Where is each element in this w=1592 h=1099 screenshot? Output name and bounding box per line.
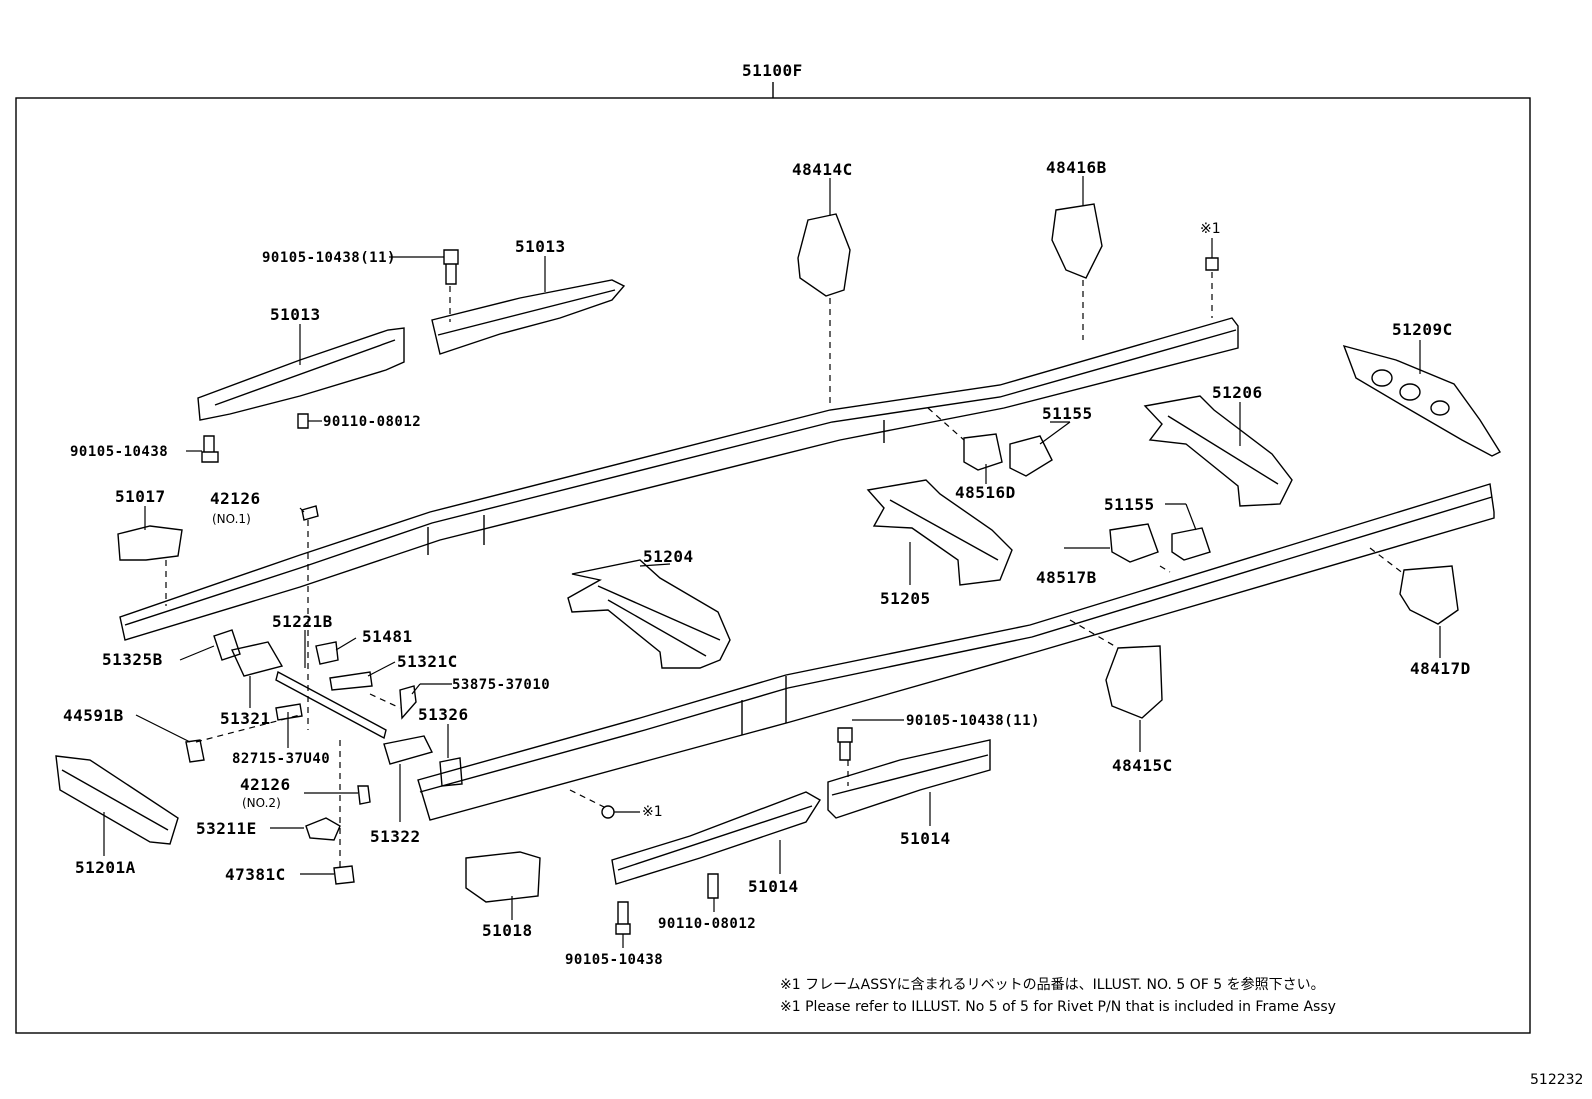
- part-label-51204: 51204: [643, 547, 694, 566]
- part-label-47381C: 47381C: [225, 865, 286, 884]
- gusset-51155-b: [1171, 527, 1211, 561]
- clip-51481: [315, 641, 339, 665]
- bracket-51322: [383, 735, 434, 765]
- gusset-48516D: [963, 433, 1003, 471]
- part-label-53875-37010: 53875-37010: [452, 677, 551, 693]
- assembly-label: 51100F: [742, 61, 803, 80]
- crossmember-51206: [1143, 395, 1293, 507]
- bracket-51321: [231, 641, 284, 677]
- rivet-mark-mid: ※1: [642, 804, 663, 820]
- crossmember-51205: [866, 479, 1013, 586]
- clip-42126-no2: [357, 785, 371, 805]
- part-label-51321C: 51321C: [397, 652, 458, 671]
- bracket-48415C: [1105, 645, 1163, 719]
- clip-42126-no1: [301, 505, 319, 521]
- note-english: ※1 Please refer to ILLUST. No 5 of 5 for…: [780, 999, 1336, 1015]
- part-label-90105-10438-bottom: 90105-10438: [565, 952, 664, 968]
- part-label-90110-08012-bottom: 90110-08012: [658, 916, 757, 932]
- part-label-51206: 51206: [1212, 383, 1263, 402]
- bracket-51014-right: [827, 739, 991, 819]
- part-label-48415C: 48415C: [1112, 756, 1173, 775]
- part-label-42126-no1: 42126: [210, 489, 261, 508]
- bracket-48416B: [1051, 203, 1103, 279]
- part-label-48516D: 48516D: [955, 483, 1016, 502]
- bracket-53875-37010: [399, 685, 417, 720]
- part-label-51221B: 51221B: [272, 612, 333, 631]
- part-label-51326: 51326: [418, 705, 469, 724]
- part-label-51013-left: 51013: [270, 305, 321, 324]
- bolt-90105-10438-11-right: [837, 727, 853, 761]
- bolt-90105-10438-bottom: [615, 901, 631, 935]
- part-label-90110-08012-top: 90110-08012: [323, 414, 422, 430]
- bracket-51013-right: [431, 279, 626, 355]
- gusset-51155-a: [1009, 435, 1053, 477]
- bracket-51014-left: [611, 791, 821, 885]
- part-label-51014-left: 51014: [748, 877, 799, 896]
- part-label-no2: (NO.2): [242, 796, 281, 810]
- rivet-mid: [601, 805, 615, 819]
- clip-44591B: [185, 739, 205, 763]
- part-label-53211E: 53211E: [196, 819, 257, 838]
- part-label-90105-10438-11-right: 90105-10438(11): [906, 713, 1040, 729]
- part-label-51018: 51018: [482, 921, 533, 940]
- bracket-51017: [117, 525, 183, 561]
- bracket-51018: [465, 851, 541, 903]
- plate-51321C: [329, 671, 373, 691]
- gusset-48517B: [1109, 523, 1159, 563]
- part-label-51017: 51017: [115, 487, 166, 506]
- bolt-90110-08012-bottom: [707, 873, 719, 899]
- part-label-44591B: 44591B: [63, 706, 124, 725]
- part-label-51322: 51322: [370, 827, 421, 846]
- bolt-90110-08012-top: [297, 413, 309, 429]
- bracket-51013-left: [197, 327, 405, 421]
- rod-51221B: [275, 670, 387, 740]
- bracket-48414C: [797, 213, 851, 297]
- part-label-90105-10438-left: 90105-10438: [70, 444, 169, 460]
- part-label-48414C: 48414C: [792, 160, 853, 179]
- part-label-51321: 51321: [220, 709, 271, 728]
- figure-id: 512232: [1530, 1072, 1584, 1088]
- part-label-90105-10438-11-top: 90105-10438(11): [262, 250, 396, 266]
- bolt-90105-10438-left: [201, 435, 219, 463]
- part-label-51209C: 51209C: [1392, 320, 1453, 339]
- part-label-48416B: 48416B: [1046, 158, 1107, 177]
- stopper-51325B: [213, 629, 241, 661]
- part-label-51325B: 51325B: [102, 650, 163, 669]
- rivet-top: [1205, 257, 1219, 271]
- clip-51326: [439, 757, 463, 787]
- part-label-51155-a: 51155: [1042, 404, 1093, 423]
- part-label-82715-37U40: 82715-37U40: [232, 751, 331, 767]
- crossmember-51201A: [55, 755, 179, 845]
- part-label-51013-right: 51013: [515, 237, 566, 256]
- part-label-48417D: 48417D: [1410, 659, 1471, 678]
- crossmember-51204: [567, 559, 731, 669]
- part-label-48517B: 48517B: [1036, 568, 1097, 587]
- rivet-mark-top: ※1: [1200, 221, 1221, 237]
- note-japanese: ※1 フレームASSYに含まれるリベットの品番は、ILLUST. NO. 5 O…: [780, 977, 1325, 993]
- stopper-53211E: [305, 817, 341, 841]
- part-label-51205: 51205: [880, 589, 931, 608]
- clip-47381C: [333, 865, 355, 885]
- bracket-48417D: [1399, 565, 1459, 625]
- part-label-51155-b: 51155: [1104, 495, 1155, 514]
- bolt-90105-10438-11-top: [443, 249, 459, 285]
- label-82715-37U40: [275, 703, 303, 721]
- crossmember-51209C: [1342, 344, 1502, 457]
- part-label-51201A: 51201A: [75, 858, 136, 877]
- part-label-51481: 51481: [362, 627, 413, 646]
- part-label-42126-no2: 42126: [240, 775, 291, 794]
- part-label-no1: (NO.1): [212, 512, 251, 526]
- part-label-51014-right: 51014: [900, 829, 951, 848]
- right-side-rail: [417, 483, 1495, 821]
- left-side-rail: [119, 317, 1239, 641]
